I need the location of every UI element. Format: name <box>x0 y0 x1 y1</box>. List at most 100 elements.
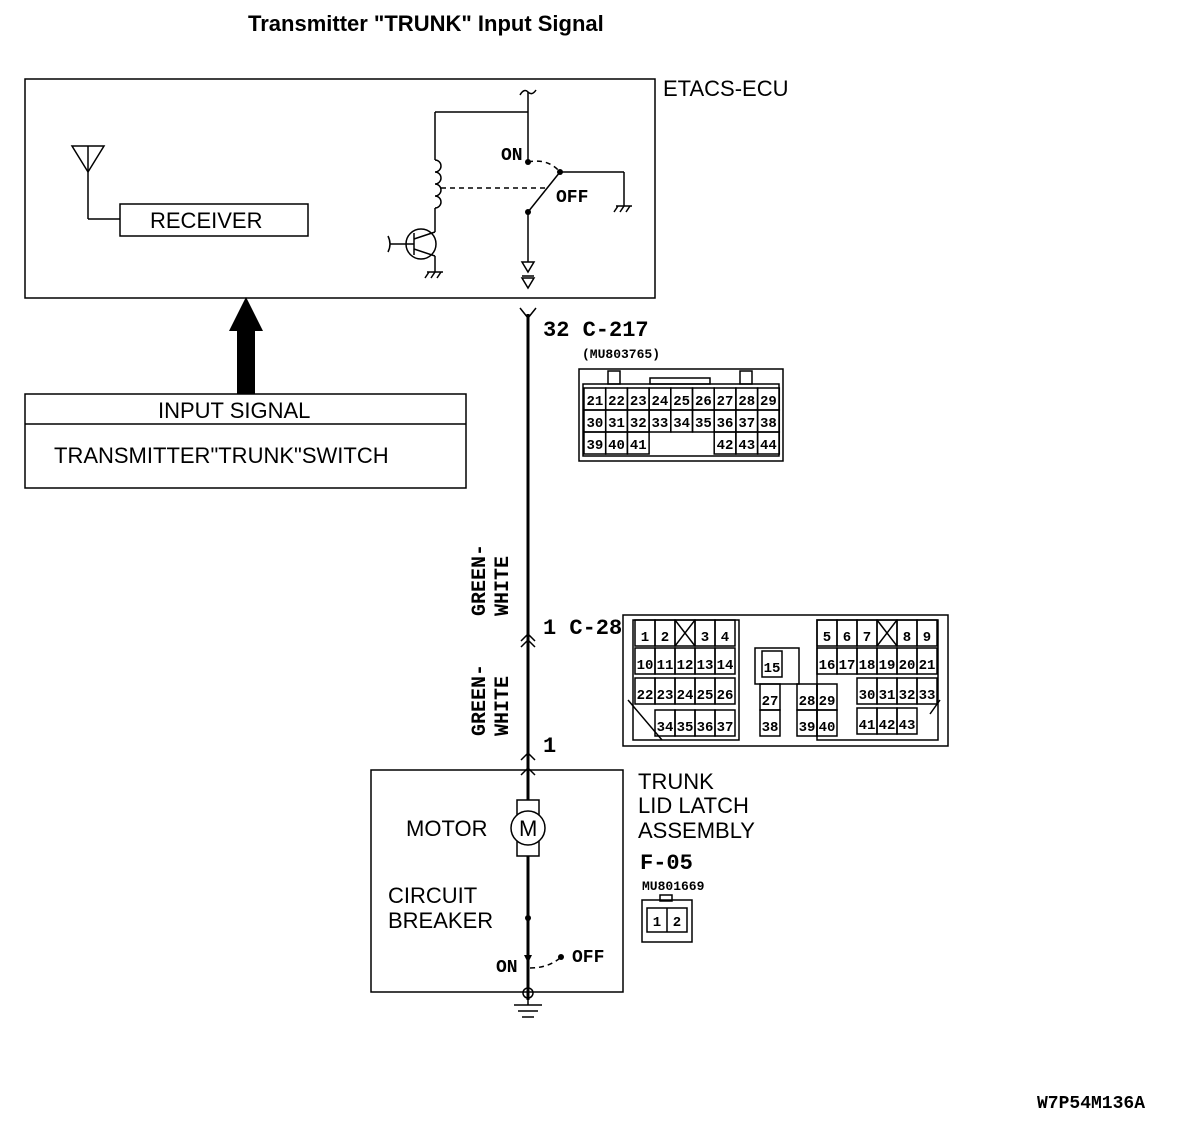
f05-part-no: MU801669 <box>642 879 705 894</box>
breaker-switch: ON OFF <box>496 918 604 978</box>
c28-pin-11: 11 <box>657 658 674 674</box>
c28-pin-40-cell <box>816 709 838 737</box>
c28-pin-36: 36 <box>697 720 714 736</box>
c217-pin-25: 25 <box>673 394 690 410</box>
ground-icon <box>514 987 542 1018</box>
c28-pin-4-cell <box>714 619 736 647</box>
c217-pin-32: 32 <box>630 416 647 432</box>
c28-pin-10: 10 <box>637 658 654 674</box>
c28-pin-4: 4 <box>721 630 729 646</box>
relay-circuit: ON OFF <box>387 89 632 290</box>
c28-pin-19: 19 <box>879 658 896 674</box>
trunk-latch-name-3: ASSEMBLY <box>638 818 755 843</box>
c28-pin-32: 32 <box>899 688 916 704</box>
c28-pin-42: 42 <box>879 718 896 734</box>
c28-pin-3: 3 <box>701 630 709 646</box>
c28-pin-label: 1 C-28 <box>543 616 622 641</box>
diagram-code: W7P54M136A <box>1037 1094 1145 1114</box>
c28-pin-18: 18 <box>859 658 876 674</box>
c28-pin-33: 33 <box>919 688 936 704</box>
c28-pin-12: 12 <box>677 658 694 674</box>
c217-pin-41-cell <box>626 431 650 455</box>
diagram-title: Transmitter "TRUNK" Input Signal <box>248 11 604 36</box>
c28-pin-37: 37 <box>717 720 734 736</box>
receiver-label: RECEIVER <box>150 208 262 233</box>
c28-pin-15-cell <box>761 650 783 678</box>
c28-pin-8: 8 <box>903 630 911 646</box>
c28-pin-38: 38 <box>762 720 779 736</box>
c217-pin-41: 41 <box>630 438 647 454</box>
c28-pin-31: 31 <box>879 688 896 704</box>
c217-pin-30: 30 <box>586 416 603 432</box>
c217-pin-23: 23 <box>630 394 647 410</box>
f05-name: F-05 <box>640 851 693 876</box>
motor-icon: M <box>510 799 546 857</box>
c28-pin-35: 35 <box>677 720 694 736</box>
c217-pin-label: 32 C-217 <box>543 318 649 343</box>
c217-pin-21: 21 <box>586 394 603 410</box>
c28-pin-24: 24 <box>677 688 694 704</box>
c217-pin-33: 33 <box>652 416 669 432</box>
wire-color-lower-line1: GREEN- <box>469 664 492 736</box>
c28-pin-40: 40 <box>819 720 836 736</box>
c217-pin-35: 35 <box>695 416 712 432</box>
receiver-box <box>119 203 309 237</box>
c28-pin-9: 9 <box>923 630 931 646</box>
c217-pin-40: 40 <box>608 438 625 454</box>
relay-off-label: OFF <box>556 188 588 208</box>
c28-pin-1: 1 <box>641 630 649 646</box>
c217-pin-22: 22 <box>608 394 625 410</box>
c217-pin-38: 38 <box>760 416 777 432</box>
c28-pin-43-cell <box>896 707 918 735</box>
c28-pin-2: 2 <box>661 630 669 646</box>
input-signal-header: INPUT SIGNAL <box>158 398 310 423</box>
latch-pin-label: 1 <box>543 734 556 759</box>
etacs-ecu-box <box>24 78 656 299</box>
c28-pin-33-cell <box>916 677 938 705</box>
input-signal-body: TRANSMITTER"TRUNK"SWITCH <box>54 443 389 468</box>
c217-pin-31: 31 <box>608 416 625 432</box>
c28-pin-34: 34 <box>657 720 674 736</box>
c28-pin-22: 22 <box>637 688 654 704</box>
c28-pin-23: 23 <box>657 688 674 704</box>
c217-pin-37: 37 <box>738 416 755 432</box>
c28-pin-14-cell <box>714 647 736 675</box>
c217-pin-27: 27 <box>717 394 734 410</box>
c28-pin-37-cell <box>714 709 736 737</box>
c28-pin-21: 21 <box>919 658 936 674</box>
c217-part-no: (MU803765) <box>582 347 660 362</box>
input-arrow-icon <box>229 297 263 394</box>
wire-color-upper-line2: WHITE <box>492 556 515 616</box>
c28-pin-9-cell <box>916 619 938 647</box>
trunk-latch-name-2: LID LATCH <box>638 793 749 818</box>
c28-pin-14: 14 <box>717 658 734 674</box>
input-signal-box <box>24 393 467 489</box>
c217-pin-34: 34 <box>673 416 690 432</box>
wire-color-lower-line2: WHITE <box>492 676 515 736</box>
c28-pin-41: 41 <box>859 718 876 734</box>
c217-pin-44-cell <box>756 431 781 455</box>
c217-pin-44: 44 <box>760 438 777 454</box>
breaker-on-label: ON <box>496 958 518 978</box>
breaker-off-label: OFF <box>572 948 604 968</box>
motor-symbol: M <box>519 816 537 841</box>
etacs-ecu-label: ETACS-ECU <box>663 76 789 101</box>
c28-pin-5: 5 <box>823 630 831 646</box>
c217-pin-29: 29 <box>760 394 777 410</box>
c217-pin-39: 39 <box>586 438 603 454</box>
c28-pin-26: 26 <box>717 688 734 704</box>
c217-pin-36: 36 <box>717 416 734 432</box>
trunk-latch-box <box>370 769 624 993</box>
c217-pin-43: 43 <box>738 438 755 454</box>
breaker-label-2: BREAKER <box>388 908 493 933</box>
c217-pin-28: 28 <box>738 394 755 410</box>
trunk-latch-name-1: TRUNK <box>638 769 714 794</box>
c28-pin-7: 7 <box>863 630 871 646</box>
c28-pin-39: 39 <box>799 720 816 736</box>
c217-pin-24: 24 <box>652 394 669 410</box>
c28-pin-25: 25 <box>697 688 714 704</box>
